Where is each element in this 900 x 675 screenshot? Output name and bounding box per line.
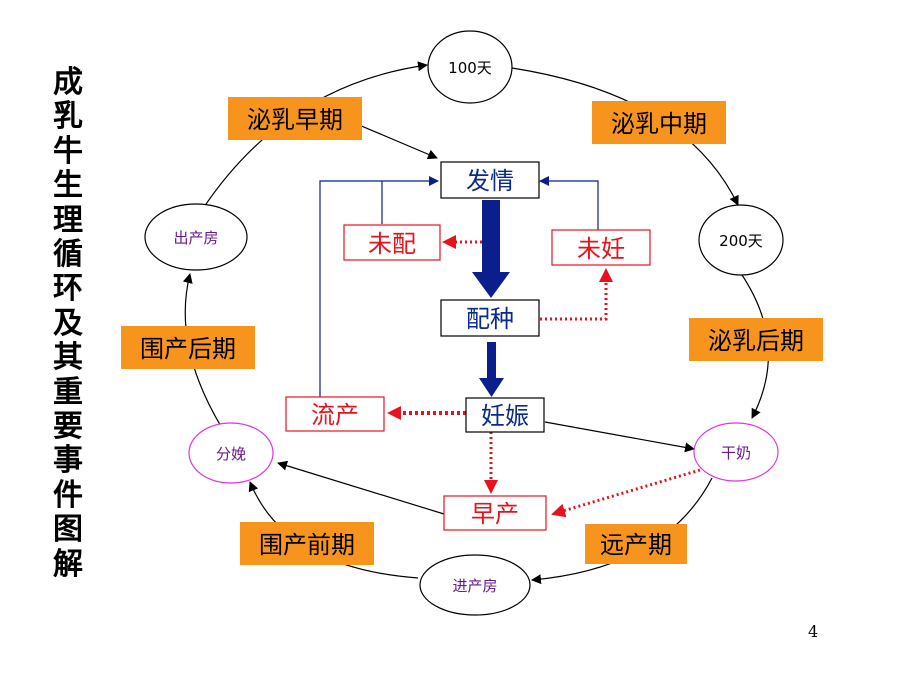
arrow-premature-to-calving — [277, 460, 445, 515]
stage-far-dry-label: 远产期 — [600, 531, 672, 559]
blue-feedback — [319, 176, 599, 397]
box-abortion: 流产 — [285, 396, 385, 432]
box-premature: 早产 — [443, 495, 547, 531]
box-not-bred: 未配 — [343, 224, 441, 261]
node-leave-room-label: 出产房 — [173, 229, 218, 247]
box-breeding-label: 配种 — [466, 305, 514, 333]
box-estrus-label: 发情 — [466, 167, 514, 195]
node-200-days-label: 200天 — [719, 232, 763, 250]
stage-late-lactation: 泌乳后期 — [689, 318, 823, 361]
arrow-estrus-to-breeding — [472, 200, 510, 298]
node-leave-room: 出产房 — [144, 203, 248, 271]
arrow-breeding-to-pregnancy — [479, 342, 504, 397]
node-enter-room-label: 进产房 — [452, 577, 497, 595]
red-dotted — [387, 235, 701, 518]
stage-late-lactation-label: 泌乳后期 — [708, 327, 804, 355]
stage-pre-calving: 围产前期 — [240, 522, 374, 565]
box-breeding: 配种 — [440, 299, 540, 337]
stage-post-calving-label: 围产后期 — [140, 335, 236, 363]
node-calving-label: 分娩 — [216, 445, 246, 463]
box-premature-label: 早产 — [471, 500, 519, 528]
stage-mid-lactation-label: 泌乳中期 — [611, 110, 707, 138]
node-calving: 分娩 — [188, 422, 274, 484]
node-200-days: 200天 — [698, 204, 784, 276]
node-100-days-label: 100天 — [448, 59, 492, 77]
box-not-pregnant-label: 未妊 — [577, 235, 625, 263]
page-number: 4 — [808, 622, 819, 641]
box-abortion-label: 流产 — [311, 401, 359, 429]
node-dry-off-label: 干奶 — [721, 444, 751, 462]
node-dry-off: 干奶 — [693, 422, 779, 482]
stage-early-lactation-label: 泌乳早期 — [247, 106, 343, 134]
line-notpregnant-to-estrus — [539, 176, 599, 230]
center-boxes: 发情 配种 妊娠 未配 未妊 流产 — [285, 161, 651, 531]
dot-dry-to-premature — [551, 468, 701, 518]
stage-labels: 泌乳早期 泌乳中期 泌乳后期 远产期 围产前期 围产后期 — [121, 97, 823, 565]
box-not-bred-label: 未配 — [368, 230, 416, 258]
arrow-early-to-estrus — [351, 121, 438, 160]
box-pregnancy-label: 妊娠 — [481, 402, 529, 430]
cycle-nodes: 100天 200天 干奶 进产房 分娩 出产房 — [144, 30, 784, 616]
main-flow — [472, 200, 510, 397]
stage-post-calving: 围产后期 — [121, 326, 255, 369]
box-estrus: 发情 — [440, 161, 540, 199]
line-abortion-to-estrus — [319, 176, 439, 397]
box-pregnancy: 妊娠 — [465, 397, 545, 433]
stage-early-lactation: 泌乳早期 — [228, 97, 362, 140]
stage-pre-calving-label: 围产前期 — [259, 531, 355, 559]
box-not-pregnant: 未妊 — [551, 229, 651, 266]
stage-far-dry: 远产期 — [585, 524, 687, 564]
dot-breeding-to-notpregnant — [540, 268, 613, 321]
arrow-pregnancy-to-dry — [544, 421, 695, 453]
stage-mid-lactation: 泌乳中期 — [592, 101, 726, 144]
node-100-days: 100天 — [427, 30, 513, 104]
node-enter-room: 进产房 — [419, 554, 531, 616]
slide-title: 成乳牛生理循环及其重要事件图解 — [53, 65, 83, 582]
